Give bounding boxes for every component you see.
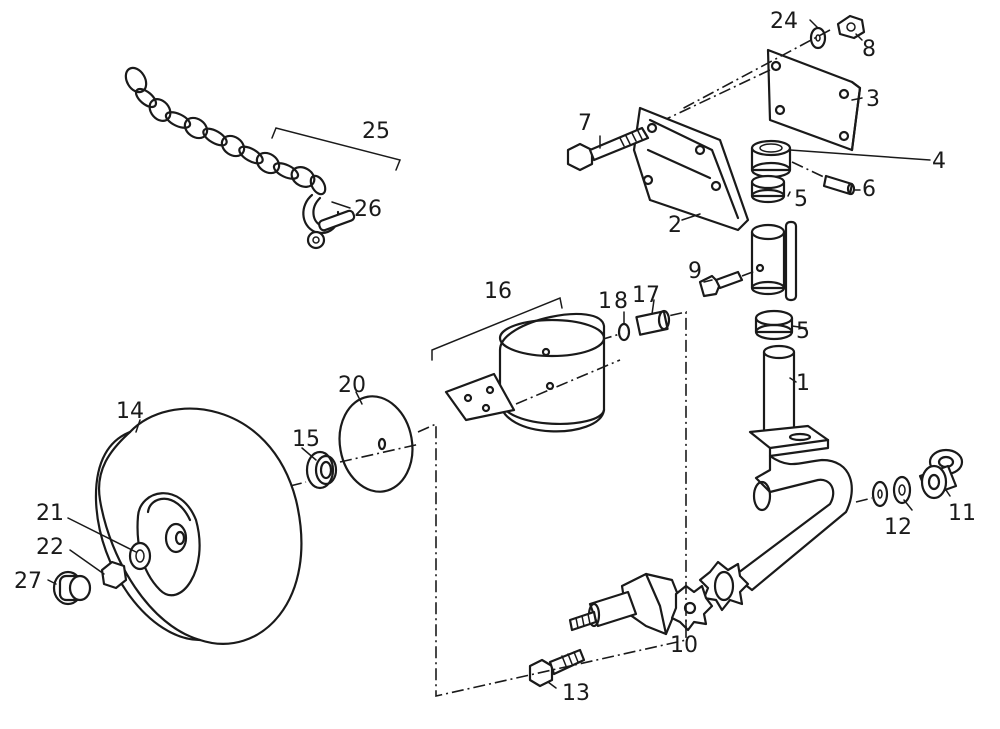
washer-21 [128, 541, 152, 571]
label-20: 20 [338, 373, 366, 398]
leader-lines [47, 19, 951, 689]
eye-nut-11 [918, 448, 964, 500]
bolt-7 [566, 126, 650, 172]
nut-8-top [836, 14, 866, 40]
label-22: 22 [36, 535, 64, 560]
bushing-5-top [750, 174, 786, 204]
label-2: 2 [668, 213, 682, 238]
label-14: 14 [116, 399, 144, 424]
label-16: 16 [484, 279, 512, 304]
washer-12a [871, 480, 889, 508]
bushing-5-lower [754, 309, 794, 341]
label-12: 12 [884, 515, 912, 540]
hub-10 [620, 572, 714, 636]
label-6: 6 [862, 177, 876, 202]
bracket-25 [271, 127, 402, 171]
nut-22 [100, 560, 128, 590]
bracket-arm-2 [632, 106, 750, 232]
label-7: 7 [578, 111, 592, 136]
label-25: 25 [362, 119, 390, 144]
plate-3 [766, 48, 862, 152]
pin-6 [822, 174, 856, 196]
bracket-plate-16 [444, 372, 516, 422]
label-24: 24 [770, 9, 798, 34]
drum-16 [498, 312, 606, 433]
cap-27 [52, 570, 92, 606]
fork-axle-arm [732, 454, 853, 592]
washer-12b [892, 475, 912, 505]
pivot-tube [750, 220, 798, 302]
label-8-top: 8 [862, 37, 876, 62]
chain [124, 66, 327, 196]
label-8-small: 8 [614, 289, 628, 314]
label-27: 27 [14, 569, 42, 594]
disc-20 [338, 395, 414, 493]
wheel-14 [94, 407, 303, 645]
star-nut [698, 560, 750, 612]
bearing-15 [305, 450, 338, 490]
label-26: 26 [354, 197, 382, 222]
washer-24 [809, 26, 827, 50]
label-4: 4 [932, 149, 946, 174]
king-pin-1 [748, 344, 830, 458]
label-17: 17 [632, 283, 660, 308]
bushing-4 [750, 139, 792, 179]
label-5-top: 5 [794, 187, 808, 212]
shackle [302, 193, 356, 250]
label-3: 3 [866, 87, 880, 112]
label-10: 10 [670, 633, 698, 658]
bolt-9 [698, 270, 744, 298]
label-11: 11 [948, 501, 976, 526]
spacer-17 [635, 309, 671, 336]
label-1: 1 [796, 371, 810, 396]
label-5-lower: 5 [796, 319, 810, 344]
label-9: 9 [688, 259, 702, 284]
label-15: 15 [292, 427, 320, 452]
label-1-8: 1 [598, 289, 612, 314]
washer-18 [617, 322, 631, 342]
axle-shaft [568, 590, 638, 632]
label-21: 21 [36, 501, 64, 526]
label-13: 13 [562, 681, 590, 706]
